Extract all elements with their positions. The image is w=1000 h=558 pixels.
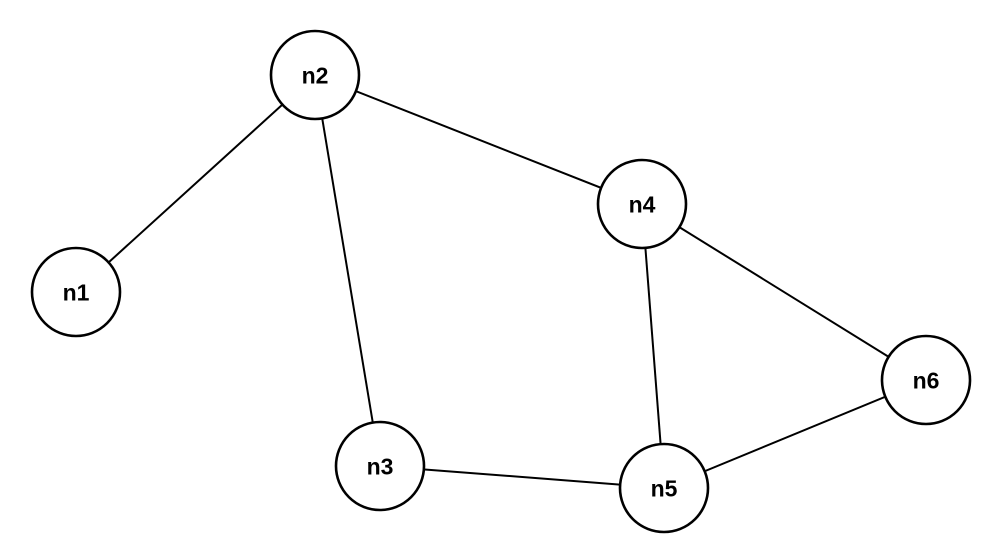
edge-n4-n6 <box>641 203 927 381</box>
node-n4-circle[interactable] <box>596 158 688 250</box>
node-n2[interactable]: n2 <box>269 29 361 121</box>
edge-n2-n4 <box>314 74 643 205</box>
node-n3-label: n3 <box>367 453 394 479</box>
edge-n2-n3 <box>314 74 381 467</box>
node-n1-circle[interactable] <box>30 246 122 338</box>
node-n2-label: n2 <box>302 62 329 88</box>
edge-n5-n6 <box>663 379 927 489</box>
node-n5[interactable]: n5 <box>618 442 710 534</box>
node-n1-label: n1 <box>63 279 90 305</box>
node-n5-label: n5 <box>651 475 678 501</box>
node-n3-circle[interactable] <box>334 420 426 512</box>
edge-n3-n5 <box>379 465 665 489</box>
node-n4-label: n4 <box>629 191 656 217</box>
node-n6-label: n6 <box>913 367 940 393</box>
node-n6[interactable]: n6 <box>880 334 972 426</box>
node-n6-circle[interactable] <box>880 334 972 426</box>
node-n2-circle[interactable] <box>269 29 361 121</box>
edge-n4-n5 <box>641 203 665 489</box>
edge-n1-n2 <box>75 74 316 293</box>
node-n4[interactable]: n4 <box>596 158 688 250</box>
node-n1[interactable]: n1 <box>30 246 122 338</box>
node-n3[interactable]: n3 <box>334 420 426 512</box>
node-n5-circle[interactable] <box>618 442 710 534</box>
